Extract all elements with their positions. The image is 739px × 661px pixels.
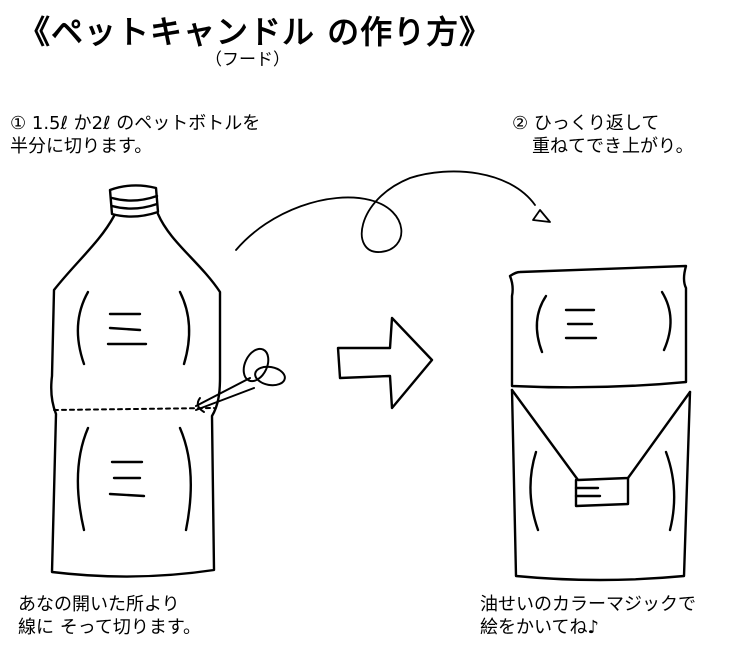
scissors-icon xyxy=(195,347,286,413)
step-2-line-1-text: ひっくり返して xyxy=(533,113,660,134)
step-2-line-2: 重ねてでき上がり。 xyxy=(532,135,694,157)
left-caption-line-2: 線に そって切ります。 xyxy=(18,616,202,638)
finished-hood-icon xyxy=(508,264,692,582)
step-1-text: ① 1.5ℓ か2ℓ のペットボトルを 半分に切ります。 xyxy=(10,113,260,158)
step-1-line-1-text: 1.5ℓ か2ℓ のペットボトルを xyxy=(31,113,261,134)
right-caption: 油せいのカラーマジックで 絵をかいてね♪ xyxy=(480,594,696,639)
curved-arrow-icon xyxy=(235,170,551,253)
step-2-text: ② ひっくり返して 重ねてでき上がり。 xyxy=(512,113,694,158)
step-2-number: ② xyxy=(512,113,529,134)
bottle-icon xyxy=(50,184,222,578)
step-1-line-2: 半分に切ります。 xyxy=(10,135,153,157)
step-2-line-1: ② ひっくり返して xyxy=(512,113,694,136)
right-caption-line-2: 絵をかいてね♪ xyxy=(480,616,599,638)
page-title: 《ペットキャンドル の作り方》 xyxy=(18,13,493,51)
right-caption-line-1: 油せいのカラーマジックで xyxy=(480,594,696,615)
arrow-right-icon xyxy=(336,316,434,410)
left-caption-line-1: あなの開いた所より xyxy=(18,594,180,615)
step-1-number: ① xyxy=(10,113,27,134)
step-1-line-1: ① 1.5ℓ か2ℓ のペットボトルを xyxy=(10,113,260,136)
left-caption: あなの開いた所より 線に そって切ります。 xyxy=(18,594,201,639)
page-subtitle: （フード） xyxy=(205,50,290,70)
